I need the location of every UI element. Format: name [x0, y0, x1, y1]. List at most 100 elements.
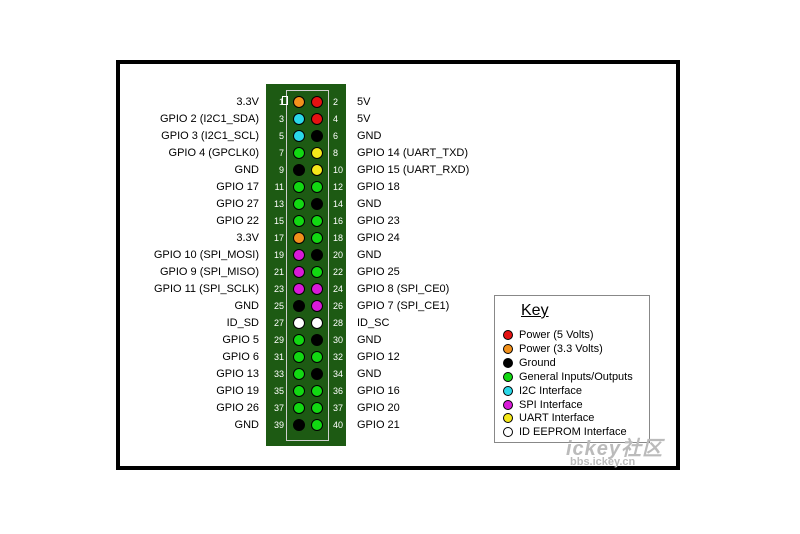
pin-number-right: 8 — [333, 147, 339, 158]
pin-dot-right — [311, 180, 323, 193]
pin-dot-right — [311, 385, 323, 398]
pin-dot-left — [293, 95, 305, 108]
pin-number-left: 13 — [273, 198, 284, 209]
pin-label-right: GPIO 14 (UART_TXD) — [357, 146, 469, 159]
pin-dot-right — [311, 300, 323, 313]
key-item-label: SPI Interface — [519, 398, 583, 411]
pin-number-left: 9 — [278, 164, 284, 175]
pin-label-right: GPIO 8 (SPI_CE0) — [357, 283, 450, 296]
pin-number-right: 6 — [333, 130, 339, 141]
key-swatch-dot — [503, 413, 513, 424]
pin-dot-left — [293, 402, 305, 415]
pin-label-left: 3.3V — [236, 231, 259, 244]
pin-label-left: GPIO 13 — [216, 368, 259, 381]
pin-dot-right — [311, 402, 323, 415]
pin-label-right: GND — [357, 334, 382, 347]
pin-dot-right — [311, 112, 323, 125]
key-item-label: Power (5 Volts) — [519, 329, 594, 341]
pin-dot-left — [293, 146, 305, 159]
pin-label-right: GPIO 21 — [357, 419, 400, 432]
pin-label-left: GND — [234, 163, 259, 176]
pin-number-right: 32 — [333, 352, 344, 363]
pin-number-left: 37 — [273, 403, 284, 414]
pin-number-left: 19 — [273, 249, 284, 260]
pin-label-left: GPIO 3 (I2C1_SCL) — [161, 129, 259, 142]
pin-dot-right — [311, 283, 323, 296]
pin-label-left: GPIO 6 — [222, 351, 259, 364]
pin-label-right: GND — [357, 197, 382, 210]
pin-dot-right — [311, 317, 323, 330]
pin-dot-right — [311, 214, 323, 227]
pin-dot-left — [293, 266, 305, 278]
pin-dot-left — [293, 368, 305, 381]
pin-label-right: ID_SC — [357, 317, 390, 330]
pin-label-right: GPIO 23 — [357, 214, 400, 227]
pin-label-left: GPIO 17 — [216, 180, 259, 193]
pin-number-right: 36 — [333, 386, 344, 397]
key-swatch-dot — [503, 399, 513, 410]
pin-number-left: 23 — [273, 284, 284, 295]
pin-label-left: GND — [234, 419, 259, 432]
pin-label-left: 3.3V — [236, 95, 259, 108]
pin-dot-left — [293, 214, 305, 227]
pin-number-right: 28 — [333, 318, 344, 329]
watermark-logo: ickey社区 — [566, 438, 664, 460]
pin-dot-right — [311, 231, 323, 244]
key-swatch-dot — [503, 343, 513, 354]
pin-label-right: GPIO 20 — [357, 402, 400, 415]
pin-dot-left — [293, 129, 305, 142]
gpio-header-outline — [286, 90, 329, 441]
pin-label-left: GPIO 10 (SPI_MOSI) — [153, 248, 259, 261]
pin-number-left: 7 — [278, 147, 284, 158]
pin-label-right: GPIO 12 — [357, 351, 400, 364]
pin-number-right: 18 — [333, 232, 344, 243]
pin-label-left: GPIO 5 — [222, 334, 259, 347]
pin-number-right: 34 — [333, 369, 344, 380]
pin-label-right: GPIO 18 — [357, 180, 400, 193]
pin-dot-left — [293, 112, 305, 125]
pin-dot-right — [311, 368, 323, 381]
pin-number-right: 4 — [333, 113, 339, 124]
pin-label-left: ID_SD — [226, 317, 259, 330]
pin-number-left: 33 — [273, 369, 284, 380]
pin-label-right: GND — [357, 248, 382, 261]
pin-number-right: 20 — [333, 249, 344, 260]
gpio-header-board — [266, 84, 346, 446]
pin-dot-left — [293, 334, 305, 347]
pin-number-right: 16 — [333, 215, 344, 226]
key-title: Key — [521, 302, 549, 319]
pin-number-left: 1 — [278, 96, 284, 107]
pin-dot-left — [293, 231, 305, 244]
pin-number-left: 39 — [273, 420, 284, 431]
pin-number-left: 31 — [273, 352, 284, 363]
key-item-label: General Inputs/Outputs — [519, 370, 633, 383]
pin-number-left: 35 — [273, 386, 284, 397]
pin-label-left: GPIO 11 (SPI_SCLK) — [154, 283, 259, 296]
pin-label-right: GPIO 25 — [357, 266, 400, 278]
pin-dot-left — [293, 419, 305, 432]
pin-dot-right — [311, 163, 323, 176]
pin-label-left: GPIO 9 (SPI_MISO) — [159, 266, 259, 278]
pin-number-left: 17 — [273, 232, 284, 243]
pin-dot-right — [311, 334, 323, 347]
pin-dot-right — [311, 95, 323, 108]
pin-dot-left — [293, 180, 305, 193]
pin-label-right: 5V — [357, 112, 371, 125]
key-item-label: UART Interface — [519, 412, 595, 425]
pin-dot-left — [293, 283, 305, 296]
pin-label-right: GND — [357, 129, 382, 142]
pin-number-left: 29 — [273, 335, 284, 346]
key-swatch-dot — [503, 427, 513, 438]
pin-number-left: 5 — [278, 130, 284, 141]
pin-number-right: 40 — [333, 420, 344, 431]
watermark-url: bbs.ickey.cn — [570, 456, 636, 468]
pin-label-right: GPIO 24 — [357, 231, 400, 244]
pin-label-left: GPIO 22 — [216, 214, 259, 227]
pin-number-right: 12 — [333, 181, 344, 192]
pin-label-right: GPIO 15 (UART_RXD) — [357, 163, 470, 176]
pin-label-left: GND — [234, 300, 259, 313]
pin-label-left: GPIO 26 — [216, 402, 259, 415]
pin-dot-left — [293, 163, 305, 176]
pin-number-right: 26 — [333, 301, 344, 312]
pin1-marker — [282, 96, 288, 105]
